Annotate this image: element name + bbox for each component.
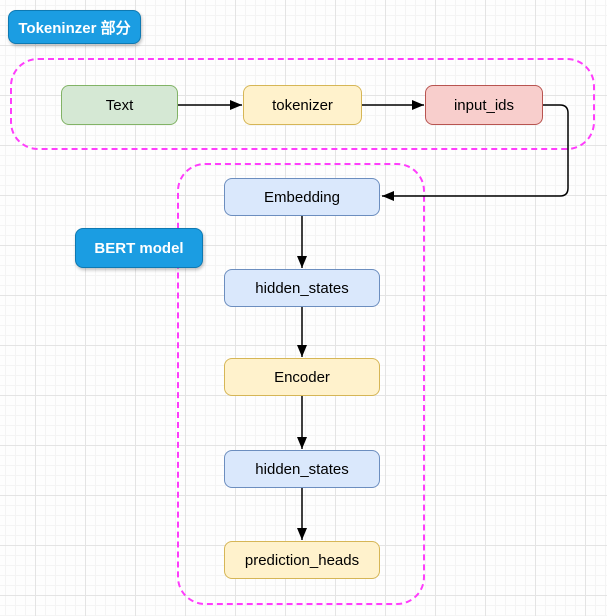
node-input-ids[interactable]: input_ids xyxy=(425,85,543,125)
node-hidden-states-2-label: hidden_states xyxy=(255,460,349,478)
node-prediction-heads-label: prediction_heads xyxy=(244,551,360,569)
node-encoder-label: Encoder xyxy=(274,368,330,386)
node-text-label: Text xyxy=(105,96,134,114)
bert-model-label-text: BERT model xyxy=(94,239,184,257)
node-embedding-label: Embedding xyxy=(264,188,340,206)
node-hidden-states-2[interactable]: hidden_states xyxy=(224,450,380,488)
node-hidden-states-1[interactable]: hidden_states xyxy=(224,269,380,307)
node-tokenizer[interactable]: tokenizer xyxy=(243,85,362,125)
tokenizer-section-container[interactable] xyxy=(10,58,595,150)
bert-section-container[interactable] xyxy=(177,163,425,605)
tokenizer-section-label-text: Tokeninzer 部分 xyxy=(18,19,131,37)
node-tokenizer-label: tokenizer xyxy=(272,96,333,114)
tokenizer-section-label[interactable]: Tokeninzer 部分 xyxy=(8,10,141,44)
node-hidden-states-1-label: hidden_states xyxy=(255,279,349,297)
node-prediction-heads[interactable]: prediction_heads xyxy=(224,541,380,579)
node-embedding[interactable]: Embedding xyxy=(224,178,380,216)
node-encoder[interactable]: Encoder xyxy=(224,358,380,396)
node-input-ids-label: input_ids xyxy=(453,96,515,114)
node-text[interactable]: Text xyxy=(61,85,178,125)
bert-model-label[interactable]: BERT model xyxy=(75,228,203,268)
